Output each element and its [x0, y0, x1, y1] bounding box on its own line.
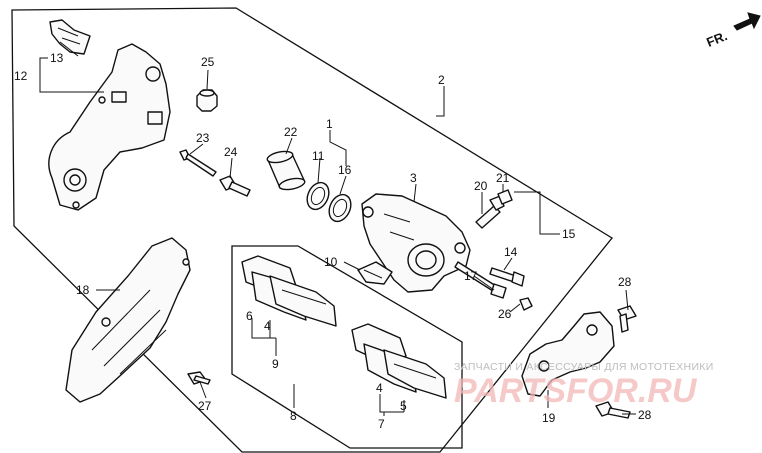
- callout-10: 10: [324, 255, 338, 269]
- callout-4-upper: 4: [264, 319, 271, 333]
- caliper-stay-part: [521, 311, 615, 397]
- pad-set-group-box: [231, 245, 463, 449]
- piston-seal-part: [306, 181, 330, 211]
- callout-11: 11: [312, 149, 325, 163]
- bleeder-cap-part: [196, 89, 218, 112]
- callout-2: 2: [438, 73, 445, 87]
- callout-23: 23: [196, 131, 210, 145]
- dust-seal-part: [328, 193, 352, 223]
- watermark: ЗАПЧАСТИ И АКСЕССУАРЫ ДЛЯ МОТОТЕХНИКИ PA…: [454, 361, 714, 410]
- callout-27: 27: [198, 399, 212, 413]
- front-direction-indicator: FR.: [704, 12, 761, 50]
- callout-14: 14: [504, 245, 518, 259]
- callout-1: 1: [326, 117, 333, 131]
- callout-26: 26: [498, 307, 512, 321]
- pad-spring-part: [357, 261, 393, 285]
- callout-labels: 1 2 3 4 4 5 6 7 8 9 10 11 12 13 14 15 16…: [14, 51, 652, 431]
- watermark-logo: PARTSFOR.RU: [454, 372, 698, 410]
- guard-bolt-part: [187, 371, 211, 385]
- stay-bolt-lower-part: [595, 401, 631, 419]
- callout-22: 22: [284, 125, 298, 139]
- piston-part: [266, 150, 306, 191]
- stay-bolt-upper-part: [617, 305, 637, 333]
- callout-6: 6: [246, 309, 253, 323]
- callout-5: 5: [400, 399, 407, 413]
- caliper-body-part: [361, 193, 471, 293]
- callout-3: 3: [410, 171, 417, 185]
- callout-8: 8: [290, 409, 297, 423]
- disc-guard-part: [65, 237, 191, 403]
- front-direction-label: FR.: [704, 28, 729, 50]
- front-direction-arrow-icon: [733, 12, 761, 31]
- callout-24: 24: [224, 145, 238, 159]
- callout-28-lower: 28: [638, 408, 652, 422]
- pin-bolt-14-part: [489, 267, 525, 287]
- callout-25: 25: [201, 55, 215, 69]
- nut-part: [519, 297, 533, 311]
- watermark-caption: ЗАПЧАСТИ И АКСЕССУАРЫ ДЛЯ МОТОТЕХНИКИ: [454, 361, 714, 373]
- callout-19: 19: [542, 411, 556, 425]
- pin-bolt-23-part: [179, 149, 217, 177]
- callout-18: 18: [76, 283, 90, 297]
- callout-28-upper: 28: [618, 275, 632, 289]
- callout-9: 9: [272, 357, 279, 371]
- callout-20: 20: [474, 179, 488, 193]
- brake-pad-set-lower-part: [351, 323, 447, 399]
- brake-pad-set-upper-part: [241, 255, 337, 327]
- caliper-assembly-group-box: [11, 7, 613, 453]
- callout-12: 12: [14, 69, 28, 83]
- pin-bolt-24-part: [219, 175, 251, 197]
- callout-7: 7: [378, 417, 385, 431]
- callout-4-lower: 4: [376, 381, 383, 395]
- bleeder-screw-part: [475, 195, 505, 229]
- callout-15: 15: [562, 227, 576, 241]
- callout-17: 17: [464, 269, 478, 283]
- callout-21: 21: [496, 171, 510, 185]
- callout-16: 16: [338, 163, 352, 177]
- retainer-clip-part: [49, 19, 91, 55]
- bleeder-cap-21-part: [497, 189, 513, 205]
- caliper-bracket-part: [48, 43, 171, 211]
- callout-13: 13: [50, 51, 64, 65]
- leader-lines: [39, 41, 636, 416]
